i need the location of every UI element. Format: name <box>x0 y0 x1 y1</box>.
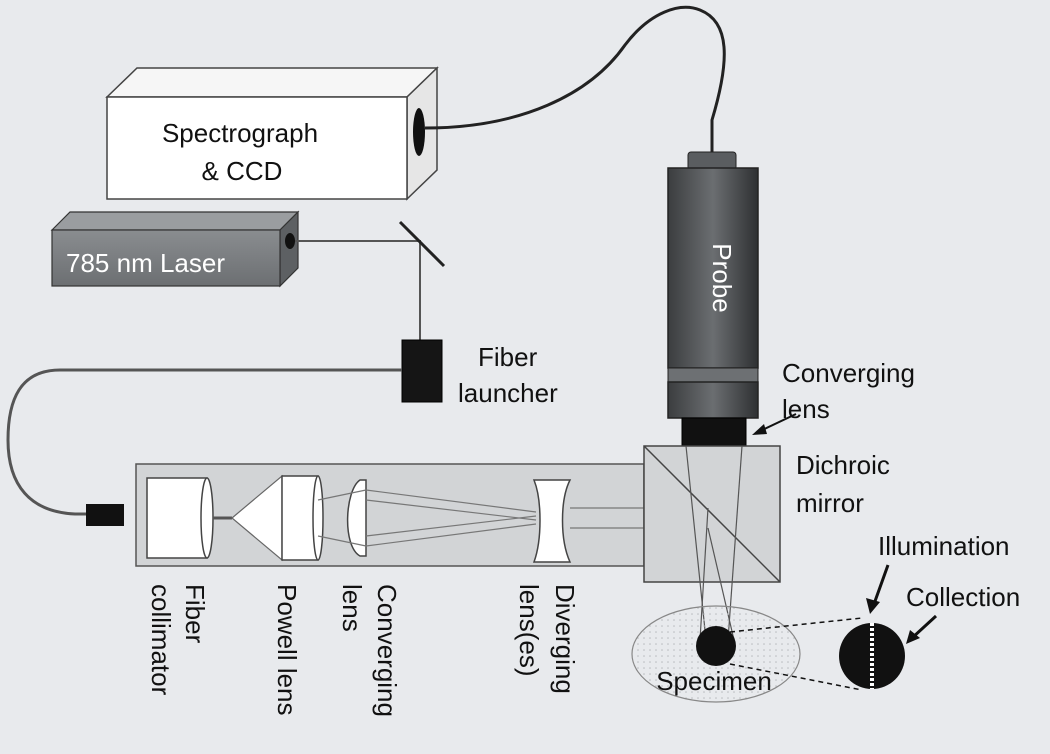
illumination-arrow <box>872 564 890 605</box>
fiber-launcher <box>401 339 443 403</box>
powell-lens <box>281 475 324 561</box>
specimen: Specimen <box>631 605 801 703</box>
magnified-spot <box>729 617 905 691</box>
fiber-collimator-label-line2: collimator <box>146 584 176 696</box>
converging-lens-rail-label-line2: lens <box>337 584 367 632</box>
probe: Probe <box>667 151 759 447</box>
turning-mirror <box>398 220 446 268</box>
fiber-launcher-label-line2: launcher <box>458 378 558 408</box>
diverging-lens <box>532 479 572 563</box>
dichroic-label-line2: mirror <box>796 488 864 518</box>
fiber-launcher-label-line1: Fiber <box>478 342 538 372</box>
collection-arrowhead <box>906 630 920 644</box>
collection-fiber <box>424 5 726 152</box>
delivery-fiber <box>6 368 402 516</box>
laser-beam <box>295 240 421 340</box>
fiber-connector <box>86 504 124 526</box>
specimen-label: Specimen <box>656 666 772 696</box>
probe-label: Probe <box>707 243 737 312</box>
spectrograph-label-line1: Spectrograph <box>162 118 318 148</box>
spectrograph-ccd: Spectrograph & CCD <box>105 66 439 201</box>
dichroic-mirror <box>643 445 781 583</box>
laser: 785 nm Laser <box>50 210 300 288</box>
spectrograph-label-line2: & CCD <box>202 156 283 186</box>
laser-label: 785 nm Laser <box>66 248 225 278</box>
collection-arrow <box>910 614 938 640</box>
dichroic-label-line1: Dichroic <box>796 450 890 480</box>
powell-lens-label: Powell lens <box>272 584 302 716</box>
converging-lens-rail-label-line1: Converging <box>372 584 402 717</box>
converging-lens-probe-label-line1: Converging <box>782 358 915 388</box>
illumination-arrowhead <box>866 598 880 614</box>
fiber-collimator-label-line1: Fiber <box>180 584 210 644</box>
diverging-lens-label-line1: Diverging <box>550 584 580 694</box>
converging-lens-probe-label-line2: lens <box>782 394 830 424</box>
diverging-lens-label-line2: lens(es) <box>514 584 544 676</box>
converging-lens-arrowhead <box>752 424 767 435</box>
illumination-label: Illumination <box>878 531 1010 561</box>
converging-lens-rail <box>346 479 367 557</box>
collection-label: Collection <box>906 582 1020 612</box>
fiber-collimator <box>146 477 232 559</box>
